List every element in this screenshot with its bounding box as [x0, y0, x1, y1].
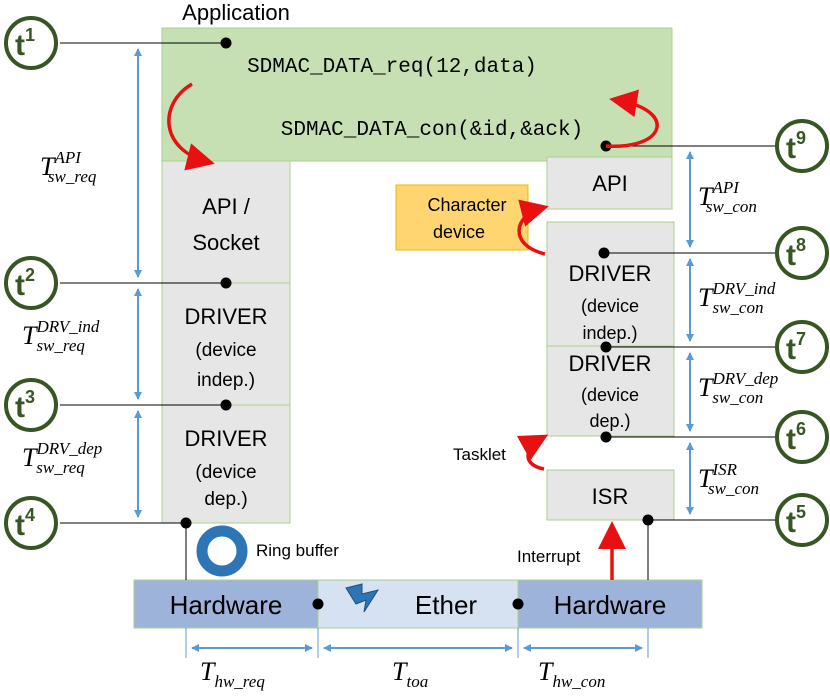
timestamp-badge-t1: t1 — [4, 16, 58, 70]
duration-measures — [134, 48, 694, 652]
svg-text:t5: t5 — [786, 502, 806, 539]
char-device-label-1: Character — [427, 195, 506, 215]
tx-drv-dep-label-1: DRIVER — [184, 426, 267, 451]
interrupt-label: Interrupt — [517, 547, 581, 566]
rx-driver-dep-box — [546, 345, 675, 437]
timestamp-lines — [60, 42, 778, 580]
tx-driver-indep-box — [161, 282, 291, 406]
tx-api-label-1: API / — [202, 194, 251, 219]
t-toa-label: Ttoa — [392, 657, 428, 691]
svg-text:t6: t6 — [786, 419, 806, 456]
measure-ticks — [185, 628, 649, 658]
timestamp-badge-t3: t3 — [4, 378, 58, 432]
hardware-left-label: Hardware — [170, 590, 283, 620]
application-box — [161, 27, 673, 162]
timestamp-badge-t4: t4 — [4, 496, 58, 550]
svg-text:t2: t2 — [15, 265, 35, 302]
timestamp-badge-t9: t9 — [775, 119, 829, 173]
svg-text:t1: t1 — [15, 25, 35, 62]
rx-drv-ind-label-2: (device — [581, 296, 639, 316]
svg-text:t7: t7 — [786, 329, 806, 366]
svg-text:t9: t9 — [786, 128, 806, 165]
ether-label: Ether — [415, 590, 477, 620]
req-call-text: SDMAC_DATA_req(12,data) — [247, 56, 537, 79]
rx-driver-indep-box — [546, 221, 675, 347]
char-device-label-2: device — [433, 222, 485, 242]
timestamp-badge-t7: t7 — [775, 320, 829, 374]
tx-api-label-2: Socket — [192, 230, 259, 255]
hardware-left-box — [133, 579, 319, 629]
lightning-icon — [345, 583, 380, 613]
svg-text:t4: t4 — [15, 505, 35, 542]
svg-text:t8: t8 — [786, 235, 806, 272]
rx-api-box — [546, 156, 673, 210]
application-title: Application — [182, 0, 290, 25]
tx-drv-ind-label-1: DRIVER — [184, 304, 267, 329]
rx-drv-dep-label-3: dep.) — [589, 411, 630, 431]
rx-api-label: API — [592, 171, 627, 196]
timestamp-badge-t6: t6 — [775, 410, 829, 464]
tx-drv-dep-label-3: dep.) — [204, 489, 247, 510]
ring-buffer-label: Ring buffer — [256, 541, 339, 560]
tx-drv-ind-label-3: indep.) — [197, 370, 255, 391]
rx-drv-dep-label-2: (device — [581, 385, 639, 405]
svg-text:t3: t3 — [15, 387, 35, 424]
tx-api-socket-box — [161, 160, 291, 284]
tasklet-label: Tasklet — [453, 445, 506, 464]
rx-drv-ind-label-1: DRIVER — [568, 261, 651, 286]
rx-isr-box — [546, 469, 675, 521]
t-hw-req-label: Thw_req — [200, 657, 265, 691]
timestamp-badge-t8: t8 — [775, 226, 829, 280]
red-flow-arrows — [167, 82, 659, 580]
character-device-box — [395, 184, 529, 251]
rx-drv-dep-label-1: DRIVER — [568, 351, 651, 376]
ring-buffer-icon — [196, 525, 248, 577]
hardware-right-label: Hardware — [554, 590, 667, 620]
t-hw-con-label: Thw_con — [538, 657, 605, 691]
hardware-right-box — [517, 579, 703, 629]
timestamp-badge-t2: t2 — [4, 256, 58, 310]
con-call-text: SDMAC_DATA_con(&id,&ack) — [281, 119, 583, 142]
tx-drv-ind-label-2: (device — [195, 340, 256, 361]
rx-drv-ind-label-3: indep.) — [582, 323, 637, 343]
tx-drv-dep-label-2: (device — [195, 462, 256, 483]
rx-isr-label: ISR — [592, 484, 629, 509]
timestamp-badge-t5: t5 — [775, 493, 829, 547]
event-dots — [180, 37, 654, 610]
